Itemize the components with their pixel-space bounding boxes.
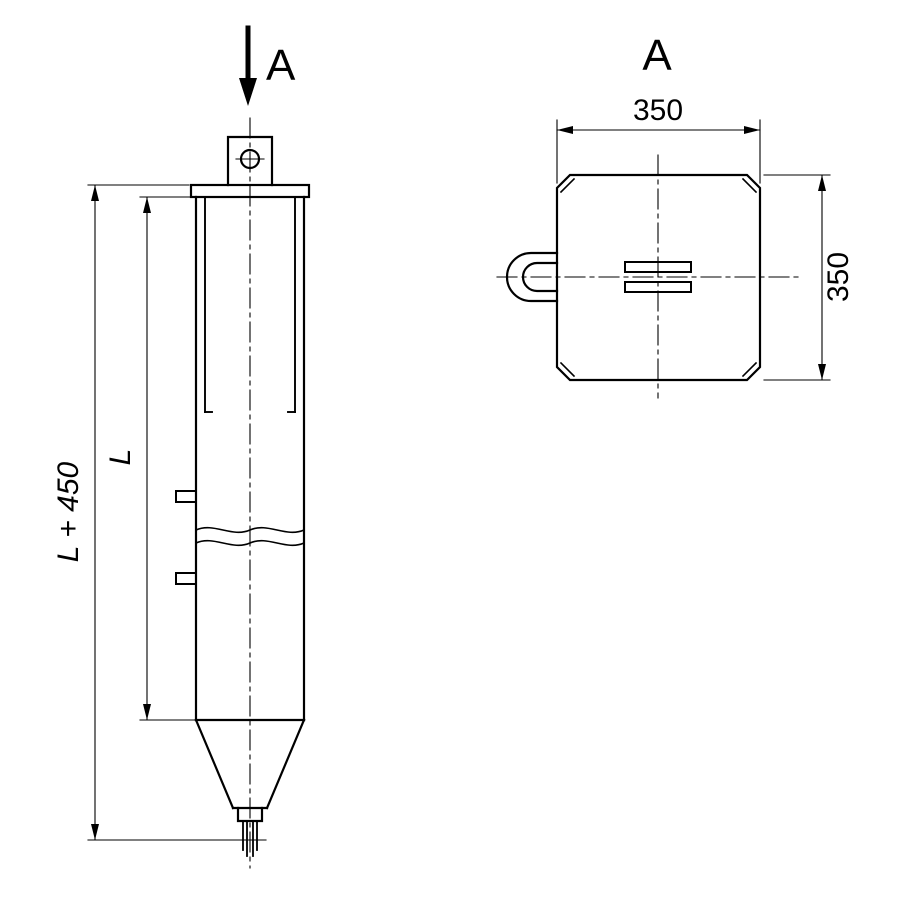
- pile-cap: [189, 183, 311, 199]
- dim-body-length-label: L: [104, 449, 137, 466]
- pile-body: [194, 195, 306, 722]
- dim-body-length: L: [104, 196, 197, 721]
- section-view-a: A 350: [496, 31, 855, 399]
- dim-total-length-label: L + 450: [52, 461, 85, 562]
- section-cut-arrow: [239, 25, 257, 106]
- pile-tip: [194, 718, 306, 857]
- dim-total-length: L + 450: [52, 184, 267, 841]
- front-view: A: [52, 25, 311, 869]
- section-cut-label: A: [266, 41, 296, 90]
- dim-section-height-label: 350: [822, 252, 855, 302]
- corner-chamfers: [559, 177, 758, 378]
- break-lines: [194, 526, 306, 547]
- view-a-title: A: [642, 31, 672, 80]
- lifting-eye: [226, 135, 274, 187]
- dim-section-width-label: 350: [633, 94, 683, 127]
- dim-section-width: 350: [556, 94, 761, 184]
- side-pins: [175, 490, 197, 585]
- pile-section-outline: [555, 173, 762, 382]
- dim-section-height: 350: [763, 174, 855, 381]
